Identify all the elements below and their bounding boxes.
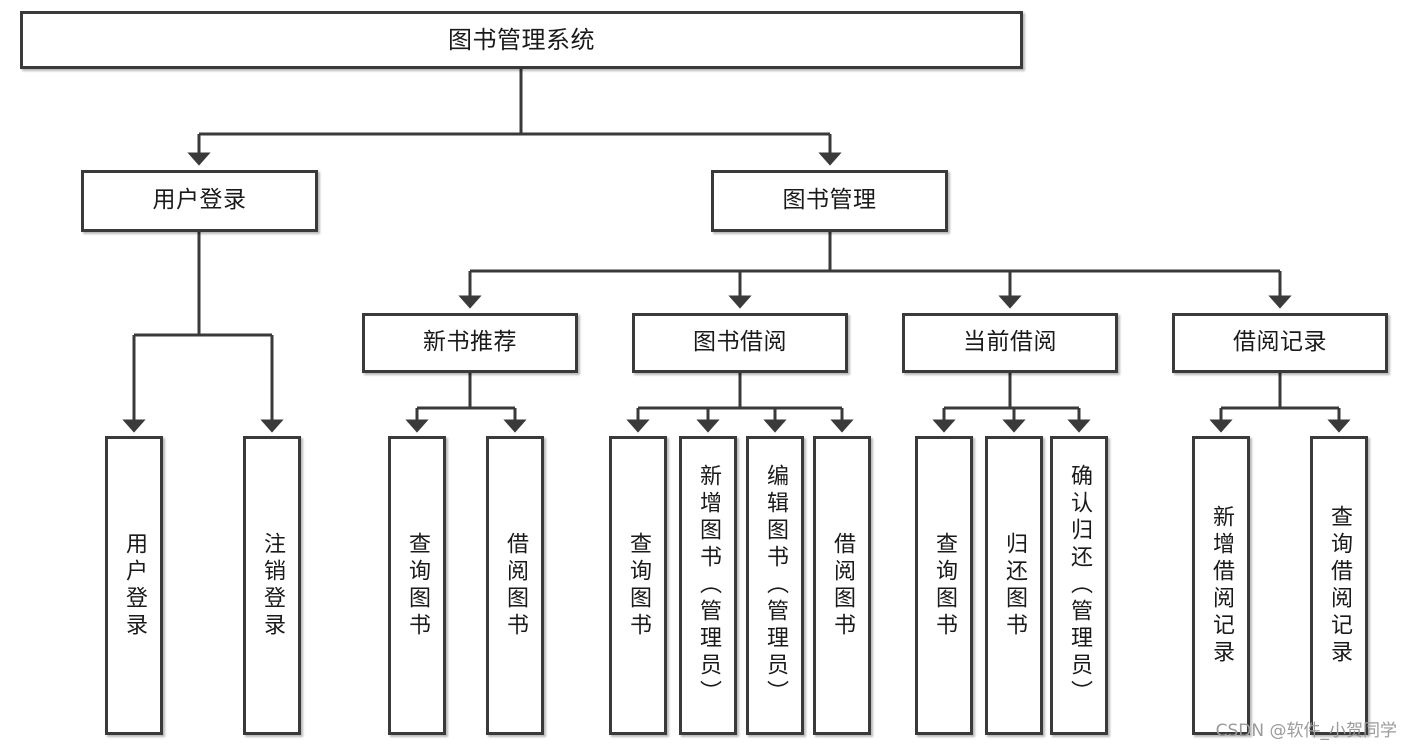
node-leaf-edit-book[interactable]: 编辑图书（管理员）	[746, 436, 804, 735]
node-current-borrow[interactable]: 当前借阅	[902, 313, 1118, 373]
node-leaf-user-logout-label: 注销登录	[259, 531, 285, 640]
node-leaf-query-book-1-label: 查询图书	[404, 531, 430, 640]
node-leaf-user-login-label: 用户登录	[121, 531, 147, 640]
node-current-borrow-label: 当前借阅	[963, 329, 1057, 356]
node-book-borrow[interactable]: 图书借阅	[632, 313, 848, 373]
node-borrow-record[interactable]: 借阅记录	[1172, 313, 1388, 373]
node-leaf-borrow-book-1-label: 借阅图书	[502, 531, 528, 640]
node-leaf-query-book-2[interactable]: 查询图书	[609, 436, 667, 735]
node-book-manage-label: 图书管理	[782, 187, 877, 214]
node-leaf-query-book-3-label: 查询图书	[931, 531, 957, 640]
node-leaf-query-book-1[interactable]: 查询图书	[388, 436, 446, 735]
node-book-manage[interactable]: 图书管理	[711, 170, 948, 232]
node-leaf-user-login[interactable]: 用户登录	[105, 436, 163, 735]
node-leaf-confirm-return-label: 确认归还（管理员）	[1066, 464, 1092, 707]
node-leaf-add-book[interactable]: 新增图书（管理员）	[679, 436, 737, 735]
node-leaf-edit-book-label: 编辑图书（管理员）	[762, 464, 788, 707]
node-leaf-user-logout[interactable]: 注销登录	[243, 436, 301, 735]
csdn-watermark: CSDN @软件_小贺同学	[1215, 721, 1397, 741]
node-leaf-borrow-book-2-label: 借阅图书	[829, 531, 855, 640]
node-leaf-confirm-return[interactable]: 确认归还（管理员）	[1050, 436, 1108, 735]
node-user-login-label: 用户登录	[152, 187, 247, 214]
node-new-book-rec[interactable]: 新书推荐	[362, 313, 578, 373]
node-new-book-rec-label: 新书推荐	[423, 329, 517, 356]
node-book-borrow-label: 图书借阅	[693, 329, 787, 356]
node-root-label: 图书管理系统	[448, 25, 595, 54]
node-leaf-query-record[interactable]: 查询借阅记录	[1310, 436, 1368, 735]
node-user-login[interactable]: 用户登录	[81, 170, 318, 232]
node-root[interactable]: 图书管理系统	[20, 11, 1023, 69]
node-borrow-record-label: 借阅记录	[1233, 329, 1327, 356]
node-leaf-add-record-label: 新增借阅记录	[1208, 504, 1234, 667]
node-leaf-add-book-label: 新增图书（管理员）	[695, 464, 721, 707]
node-leaf-query-book-2-label: 查询图书	[625, 531, 651, 640]
node-leaf-borrow-book-2[interactable]: 借阅图书	[813, 436, 871, 735]
node-leaf-return-book-label: 归还图书	[1001, 531, 1027, 640]
node-leaf-query-record-label: 查询借阅记录	[1326, 504, 1352, 667]
node-leaf-add-record[interactable]: 新增借阅记录	[1192, 436, 1250, 735]
node-leaf-borrow-book-1[interactable]: 借阅图书	[486, 436, 544, 735]
node-leaf-query-book-3[interactable]: 查询图书	[915, 436, 973, 735]
node-leaf-return-book[interactable]: 归还图书	[985, 436, 1043, 735]
